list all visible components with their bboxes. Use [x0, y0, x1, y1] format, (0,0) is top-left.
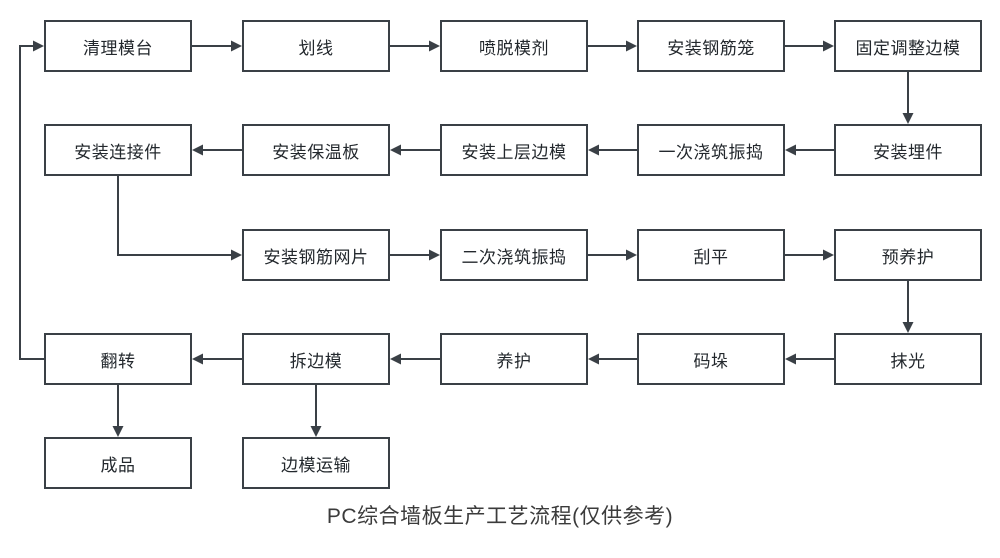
process-node-label: 安装连接件 [74, 142, 162, 162]
process-node-n11[interactable]: 安装钢筋网片 [242, 229, 390, 281]
process-node-label: 预养护 [881, 247, 935, 267]
process-node-label: 安装埋件 [873, 142, 943, 162]
process-node-n14[interactable]: 预养护 [834, 229, 982, 281]
edge-n7-n8 [588, 144, 637, 156]
process-node-label: 抹光 [890, 351, 926, 371]
edge-n18-n21 [310, 385, 322, 437]
process-node-label: 码垛 [693, 351, 729, 371]
process-node-n21[interactable]: 边模运输 [242, 437, 390, 489]
edge-n11-n12 [390, 249, 440, 261]
process-node-n13[interactable]: 刮平 [637, 229, 785, 281]
process-node-label: 安装钢筋笼 [667, 38, 755, 58]
edge-n16-n17 [588, 353, 637, 365]
process-node-n9[interactable]: 安装保温板 [242, 124, 390, 176]
process-node-label: 成品 [100, 455, 136, 475]
edge-n19-n20 [112, 385, 124, 437]
process-node-label: 边模运输 [281, 455, 351, 475]
process-node-label: 喷脱模剂 [479, 38, 549, 58]
process-node-n6[interactable]: 安装埋件 [834, 124, 982, 176]
process-node-label: 翻转 [100, 351, 136, 371]
process-node-label: 拆边模 [289, 351, 343, 371]
process-node-label: 清理模台 [83, 38, 153, 58]
process-node-label: 刮平 [693, 247, 729, 267]
edge-n6-n7 [785, 144, 834, 156]
edge-n2-n3 [390, 40, 440, 52]
process-node-label: 养护 [496, 351, 532, 371]
process-node-n1[interactable]: 清理模台 [44, 20, 192, 72]
process-node-n20[interactable]: 成品 [44, 437, 192, 489]
process-node-n19[interactable]: 翻转 [44, 333, 192, 385]
process-node-n7[interactable]: 一次浇筑振捣 [637, 124, 785, 176]
edge-n15-n16 [785, 353, 834, 365]
process-node-n16[interactable]: 码垛 [637, 333, 785, 385]
diagram-caption: PC综合墙板生产工艺流程(仅供参考) [326, 505, 674, 528]
process-node-n8[interactable]: 安装上层边模 [440, 124, 588, 176]
process-node-n2[interactable]: 划线 [242, 20, 390, 72]
process-node-label: 一次浇筑振捣 [658, 142, 764, 162]
process-node-n15[interactable]: 抹光 [834, 333, 982, 385]
edge-n10-n11 [117, 176, 242, 261]
process-node-label: 固定调整边模 [855, 38, 961, 58]
process-node-n5[interactable]: 固定调整边模 [834, 20, 982, 72]
edge-n1-n2 [192, 40, 242, 52]
process-node-label: 二次浇筑振捣 [461, 247, 567, 267]
edge-n13-n14 [785, 249, 834, 261]
process-node-n17[interactable]: 养护 [440, 333, 588, 385]
process-node-n12[interactable]: 二次浇筑振捣 [440, 229, 588, 281]
edge-n9-n10 [192, 144, 242, 156]
process-node-label: 安装钢筋网片 [263, 247, 369, 267]
edge-n14-n15 [902, 281, 914, 333]
edge-n12-n13 [588, 249, 637, 261]
process-node-n10[interactable]: 安装连接件 [44, 124, 192, 176]
process-node-n4[interactable]: 安装钢筋笼 [637, 20, 785, 72]
process-node-label: 安装上层边模 [461, 142, 567, 162]
edge-n3-n4 [588, 40, 637, 52]
edge-n5-n6 [902, 72, 914, 124]
edge-n17-n18 [390, 353, 440, 365]
edge-n8-n9 [390, 144, 440, 156]
edge-n19-n1 [19, 40, 44, 360]
process-node-label: 安装保温板 [272, 142, 360, 162]
process-node-n18[interactable]: 拆边模 [242, 333, 390, 385]
process-node-n3[interactable]: 喷脱模剂 [440, 20, 588, 72]
process-node-label: 划线 [298, 38, 334, 58]
edge-n4-n5 [785, 40, 834, 52]
edge-n18-n19 [192, 353, 242, 365]
